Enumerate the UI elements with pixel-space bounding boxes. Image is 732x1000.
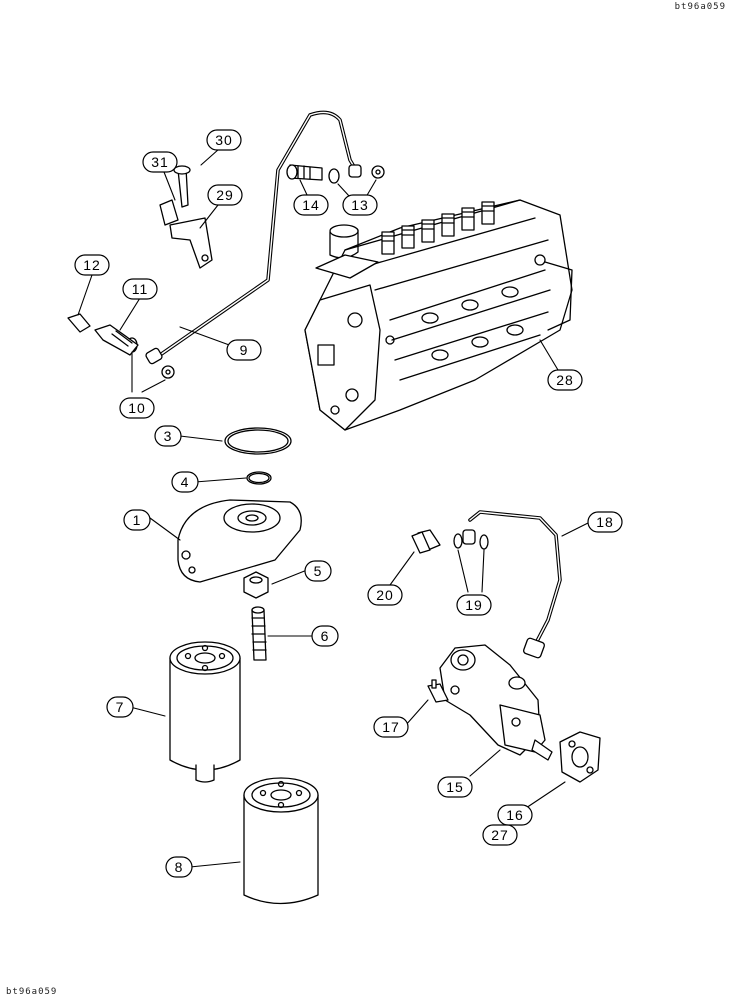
callout-27: 27 [491,827,509,843]
callout-31: 31 [151,154,169,170]
bracket-clamp-illustration [159,165,213,269]
gasket-16-illustration [559,731,601,783]
injection-pump-illustration [304,199,573,431]
callout-28: 28 [556,372,574,388]
nut-5-illustration [243,571,269,599]
bleeder-screw-12-illustration [67,313,91,333]
washer-13a-illustration [328,168,340,184]
nipple-6-illustration [251,606,267,661]
o-ring-3-illustration [224,427,292,455]
callout-12: 12 [83,257,101,273]
drawing-code-top: bt96a059 [674,2,726,12]
callout-3: 3 [164,428,173,444]
bolt-17-illustration [427,679,449,703]
callout-7: 7 [116,699,125,715]
washer-13b-illustration [371,165,385,179]
fuel-line-18-illustration [462,510,562,659]
callout-labels: 30 31 29 12 11 10 9 14 13 28 3 4 1 5 6 7… [83,132,614,875]
callout-16: 16 [506,807,524,823]
fuel-filter-8-illustration [243,777,319,905]
callout-14: 14 [302,197,320,213]
transfer-pump-15-illustration [439,644,553,761]
filter-head-1-illustration [177,499,302,583]
fuel-line-illustration [145,110,362,365]
callout-5: 5 [314,563,323,579]
banjo-bolt-20-illustration [411,529,441,554]
callout-19: 19 [465,597,483,613]
leader-lines [77,148,591,868]
callout-10: 10 [128,400,146,416]
callout-9: 9 [240,342,249,358]
washer-19a-illustration [453,533,463,549]
callout-30: 30 [215,132,233,148]
callout-1: 1 [133,512,142,528]
callout-13: 13 [351,197,369,213]
drawing-code-bottom: bt96a059 [6,987,58,997]
washer-19b-illustration [479,534,489,550]
callout-8: 8 [175,859,184,875]
callout-bubbles [74,129,623,878]
callout-17: 17 [382,719,400,735]
callout-6: 6 [321,628,330,644]
banjo-bolt-14-illustration [286,164,323,181]
callout-18: 18 [596,514,614,530]
o-ring-4-illustration [246,471,272,485]
callout-15: 15 [446,779,464,795]
callout-29: 29 [216,187,234,203]
fuel-filter-7-illustration [169,641,241,783]
callout-20: 20 [376,587,394,603]
banjo-bolt-11-illustration [94,324,139,356]
callout-11: 11 [132,281,149,297]
callout-4: 4 [181,474,190,490]
washer-10b-illustration [161,365,175,379]
